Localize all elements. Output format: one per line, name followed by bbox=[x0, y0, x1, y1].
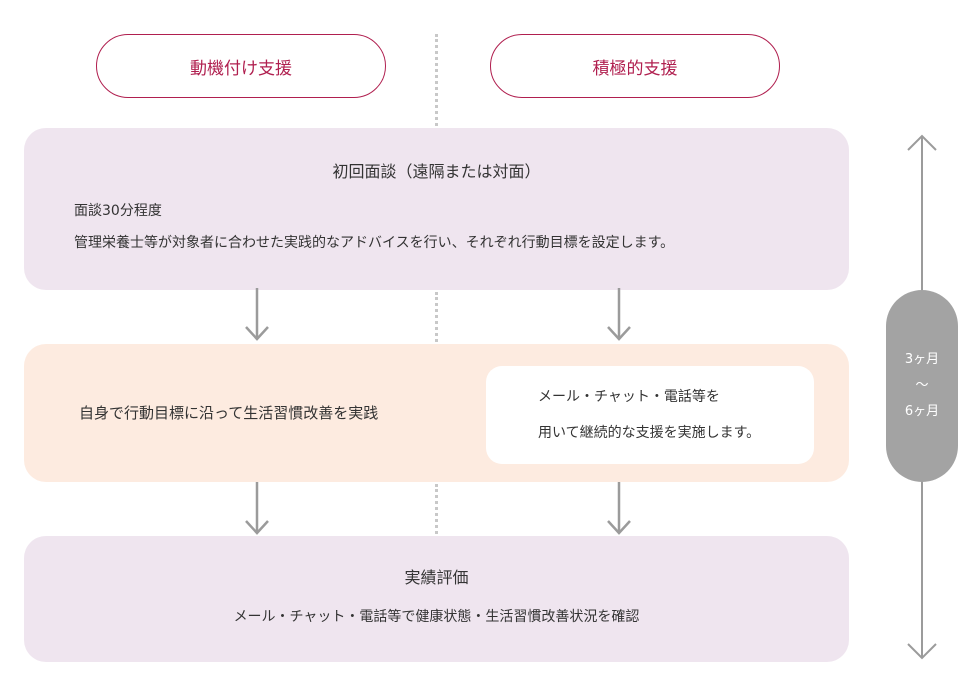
continuous-support-card: メール・チャット・電話等を 用いて継続的な支援を実施します。 bbox=[486, 366, 814, 464]
motivational-support-header: 動機付け支援 bbox=[96, 34, 386, 98]
active-support-label: 積極的支援 bbox=[592, 58, 678, 79]
interview-duration-text: 面談30分程度 bbox=[74, 203, 162, 219]
continuous-support-line2: 用いて継続的な支援を実施します。 bbox=[538, 425, 761, 441]
interview-description-text: 管理栄養士等が対象者に合わせた実践的なアドバイスを行い、それぞれ行動目標を設定し… bbox=[74, 235, 675, 251]
divider-top bbox=[435, 34, 438, 126]
duration-end: 6ヶ月 bbox=[904, 404, 940, 419]
duration-separator: 〜 bbox=[915, 378, 929, 393]
self-practice-text: 自身で行動目標に沿って生活習慣改善を実践 bbox=[79, 404, 379, 422]
arrow-down-icon bbox=[607, 482, 631, 535]
divider-bottom bbox=[435, 484, 438, 534]
practice-box: 自身で行動目標に沿って生活習慣改善を実践 メール・チャット・電話等を 用いて継続… bbox=[24, 344, 849, 482]
arrow-down-icon bbox=[607, 288, 631, 341]
evaluation-text: メール・チャット・電話等で健康状態・生活習慣改善状況を確認 bbox=[233, 609, 640, 625]
evaluation-title: 実績評価 bbox=[404, 568, 469, 587]
evaluation-box: 実績評価 メール・チャット・電話等で健康状態・生活習慣改善状況を確認 bbox=[24, 536, 849, 662]
arrow-down-icon bbox=[245, 482, 269, 535]
motivational-support-label: 動機付け支援 bbox=[190, 58, 292, 79]
initial-interview-title: 初回面談（遠隔または対面） bbox=[332, 162, 541, 181]
divider-mid bbox=[435, 292, 438, 342]
duration-start: 3ヶ月 bbox=[904, 352, 940, 367]
initial-interview-box: 初回面談（遠隔または対面） 面談30分程度 管理栄養士等が対象者に合わせた実践的… bbox=[24, 128, 849, 290]
duration-pill: 3ヶ月 〜 6ヶ月 bbox=[886, 290, 958, 482]
active-support-header: 積極的支援 bbox=[490, 34, 780, 98]
arrow-down-icon bbox=[245, 288, 269, 341]
continuous-support-line1: メール・チャット・電話等を bbox=[538, 389, 720, 405]
